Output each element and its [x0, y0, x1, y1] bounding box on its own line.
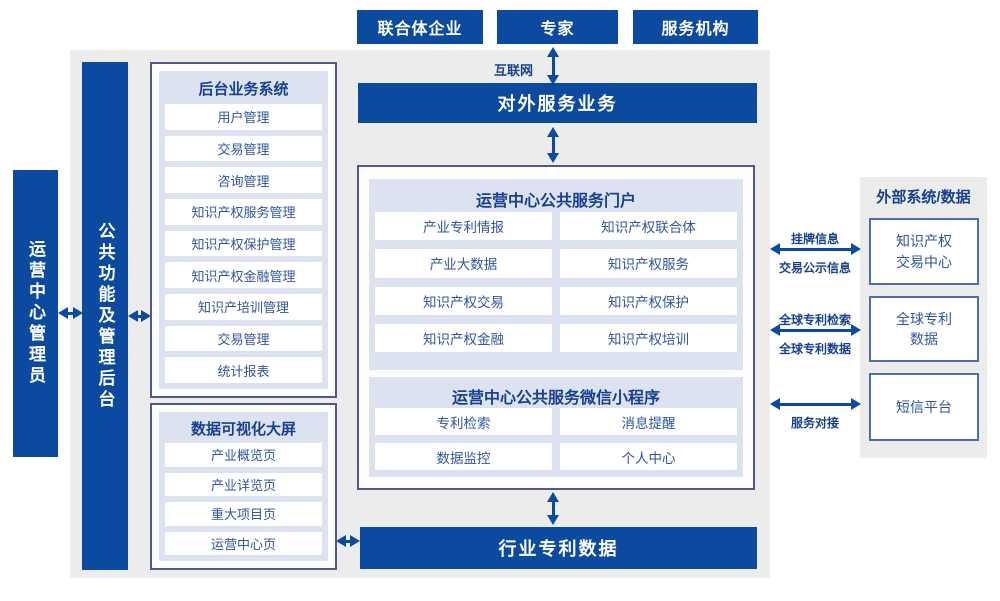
backend-system-item: 统计报表 — [165, 357, 322, 384]
actor-box-consortium: 联合体企业 — [357, 10, 483, 44]
global-patent-arrow-icon — [770, 324, 861, 336]
flow-label-global-patent-data: 全球专利数据 — [778, 342, 851, 356]
actor-box-service-orgs: 服务机构 — [633, 10, 758, 44]
dashboard-item: 产业详览页 — [165, 472, 322, 496]
industry-data-bar: 行业专利数据 — [360, 527, 757, 569]
miniprogram-title: 运营中心公共服务微信小程序 — [451, 390, 660, 407]
portal-item: 知识产权培训 — [560, 323, 737, 352]
admin-bar: 运营中心管理员 — [13, 170, 58, 457]
portal-title: 运营中心公共服务门户 — [475, 193, 636, 210]
dashboard-item: 重大项目页 — [165, 502, 322, 526]
flow-label-listing-info: 挂牌信息 — [790, 232, 839, 246]
backend-system-item: 知识产权保护管理 — [165, 230, 322, 257]
admin-backend-arrow-icon — [58, 307, 83, 319]
external-system-global-patent: 全球专利 数据 — [869, 296, 979, 362]
miniprogram-item: 消息提醒 — [560, 408, 737, 435]
backend-system-item: 知识产权服务管理 — [165, 199, 322, 225]
dashboard-item: 产业概览页 — [165, 443, 322, 467]
portal-to-data-arrow-icon — [547, 492, 559, 525]
backend-system-item: 咨询管理 — [165, 167, 322, 194]
industry-data-label: 行业专利数据 — [498, 539, 619, 559]
backend-functions-bar: 公共功能及管理后台 — [82, 62, 128, 570]
external-system-trade-center: 知识产权 交易中心 — [869, 218, 979, 285]
portal-item: 知识产权保护 — [560, 286, 737, 315]
internet-arrow-icon — [547, 47, 559, 85]
center-services-container: 运营中心公共服务门户 产业专利情报 知识产权联合体 产业大数据 知识产权服务 知… — [357, 165, 755, 490]
backend-system-title: 后台业务系统 — [198, 81, 289, 98]
trade-center-arrow-icon — [770, 243, 861, 255]
portal-item: 产业大数据 — [375, 249, 552, 278]
portal-item: 知识产权金融 — [375, 323, 552, 352]
external-service-label: 对外服务业务 — [497, 94, 618, 114]
flow-label-service-connect: 服务对接 — [790, 416, 839, 430]
backend-system-container: 后台业务系统 用户管理 交易管理 咨询管理 知识产权服务管理 知识产权保护管理 … — [150, 62, 337, 398]
dashboard-data-arrow-icon — [336, 535, 360, 547]
service-to-portal-arrow-icon — [547, 127, 559, 163]
backend-system-arrow-icon — [128, 310, 151, 322]
backend-system-item: 知识产权金融管理 — [165, 262, 322, 289]
miniprogram-item: 数据监控 — [375, 443, 552, 470]
backend-system-item: 用户管理 — [165, 104, 322, 130]
dashboard-item: 运营中心页 — [165, 531, 322, 555]
actor-label: 联合体企业 — [377, 21, 463, 38]
external-service-bar: 对外服务业务 — [358, 83, 757, 123]
flow-label-trade-publicity: 交易公示信息 — [778, 261, 851, 275]
portal-item: 产业专利情报 — [375, 212, 552, 241]
miniprogram-item: 个人中心 — [560, 443, 737, 470]
dashboard-container: 数据可视化大屏 产业概览页 产业详览页 重大项目页 运营中心页 — [150, 403, 337, 570]
backend-system-item: 交易管理 — [165, 325, 322, 352]
backend-system-item: 交易管理 — [165, 135, 322, 162]
flow-label-global-patent-search: 全球专利检索 — [778, 313, 851, 327]
external-panel-title: 外部系统/数据 — [876, 189, 971, 206]
portal-item: 知识产权交易 — [375, 286, 552, 315]
actor-label: 专家 — [540, 21, 575, 38]
portal-panel: 运营中心公共服务门户 产业专利情报 知识产权联合体 产业大数据 知识产权服务 知… — [369, 179, 743, 370]
sms-service-arrow-icon — [770, 398, 861, 410]
miniprogram-item: 专利检索 — [375, 408, 552, 435]
external-system-sms: 短信平台 — [869, 373, 979, 441]
admin-bar-label: 运营中心管理员 — [26, 240, 45, 387]
actor-label: 服务机构 — [661, 21, 730, 38]
internet-label: 互联网 — [494, 63, 534, 78]
miniprogram-panel: 运营中心公共服务微信小程序 专利检索 消息提醒 数据监控 个人中心 — [369, 377, 743, 477]
actor-box-experts: 专家 — [497, 10, 618, 44]
backend-system-item: 知识产培训管理 — [165, 294, 322, 320]
portal-item: 知识产权联合体 — [560, 212, 737, 241]
dashboard-title: 数据可视化大屏 — [190, 421, 296, 438]
backend-bar-label: 公共功能及管理后台 — [95, 221, 115, 411]
portal-item: 知识产权服务 — [560, 249, 737, 278]
